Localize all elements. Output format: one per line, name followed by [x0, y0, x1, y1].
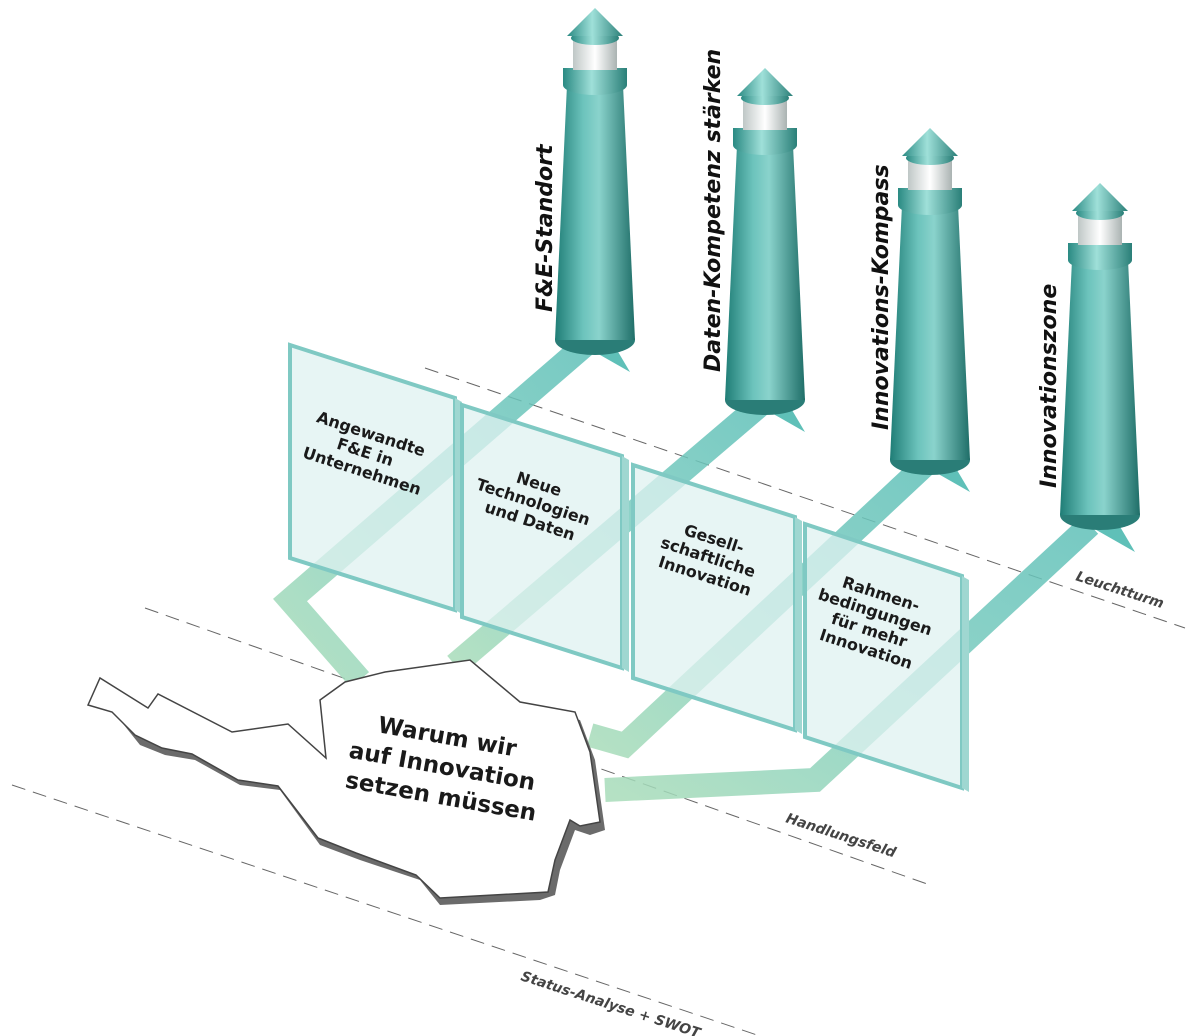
lighthouse-labels: F&E-Standort Daten-Kompetenz stärken Inn… — [533, 49, 1062, 488]
lighthouse-3 — [890, 128, 970, 475]
field-panels — [288, 342, 969, 792]
lighthouse-label-4: Innovationszone — [1037, 284, 1062, 488]
lighthouse-label-1: F&E-Standort — [533, 143, 558, 312]
leuchtturm-line — [424, 367, 1186, 629]
field-panel-2 — [460, 402, 629, 672]
field-panel-4 — [803, 521, 969, 792]
lighthouse-label-3: Innovations-Kompass — [869, 164, 894, 430]
path-4 — [604, 516, 1099, 802]
handlungsfeld-line — [144, 607, 931, 886]
lighthouse-1 — [555, 8, 635, 355]
austria-map: Warum wir auf Innovation setzen müssen — [86, 659, 605, 905]
lighthouse-4 — [1060, 183, 1140, 530]
austria-shape — [86, 659, 601, 899]
lighthouse-label-2: Daten-Kompetenz stärken — [701, 49, 726, 372]
field-panel-3 — [631, 462, 802, 734]
lighthouse-2 — [725, 68, 805, 415]
label-status: Status-Analyse + SWOT — [519, 969, 704, 1036]
lighthouses — [555, 8, 1140, 530]
layer-lines — [11, 367, 1186, 1036]
field-text-3: Gesell- schaftliche Innovation — [653, 515, 770, 601]
